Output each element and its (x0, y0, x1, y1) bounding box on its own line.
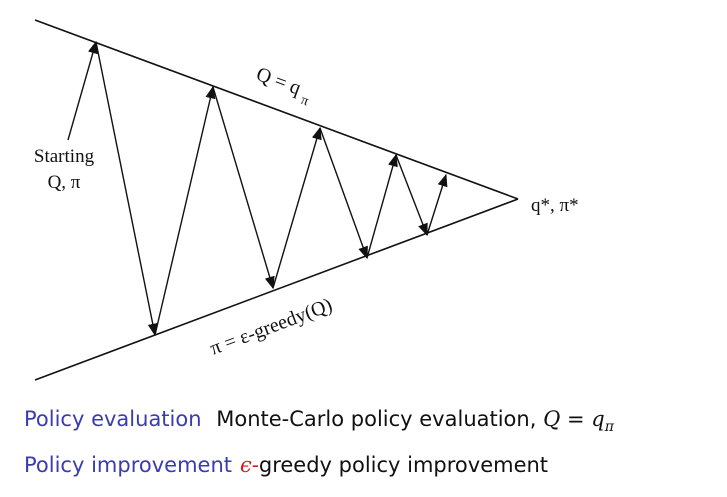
starting-arrow (67, 40, 98, 141)
step-arrow-3 (212, 86, 275, 290)
top-boundary-line (34, 19, 519, 200)
policy-evaluation-formula: Q = qπ (543, 407, 614, 435)
policy-iteration-diagram: Starting Q, π q*, π* Q = q π π = ε-greed… (34, 19, 579, 381)
zigzag-arrows (95, 41, 448, 337)
step-arrow-6 (366, 153, 398, 259)
policy-evaluation-row: Policy evaluation Monte-Carlo policy eva… (24, 405, 614, 441)
step-arrow-4 (272, 126, 322, 289)
bottom-boundary-line (34, 198, 519, 381)
starting-label-line2: Q, π (48, 172, 81, 193)
convergence-label: q*, π* (531, 195, 579, 216)
policy-improvement-description: greedy policy improvement (258, 453, 549, 477)
top-line-label-text: Q = q (253, 63, 304, 100)
step-arrow-5 (319, 127, 368, 260)
step-arrow-2 (154, 85, 216, 336)
step-arrow-8 (426, 173, 448, 236)
svg-text:π = ε-greedy(Q): π = ε-greedy(Q) (207, 294, 335, 360)
policy-improvement-term: Policy improvement (24, 453, 232, 477)
top-line-label-sub: π (299, 93, 311, 110)
top-line-label: Q = q π (251, 63, 315, 109)
epsilon-symbol: ϵ- (240, 453, 259, 477)
policy-evaluation-term: Policy evaluation (24, 407, 202, 431)
policy-evaluation-description: Monte-Carlo policy evaluation, (216, 407, 537, 431)
starting-label-line1: Starting (34, 146, 95, 167)
step-arrow-1 (95, 41, 158, 337)
svg-text:Q = q π: Q = q π (251, 63, 315, 109)
bottom-line-label: π = ε-greedy(Q) (207, 294, 335, 360)
step-arrow-7 (395, 154, 428, 237)
policy-improvement-row: Policy improvement ϵ-greedy policy improv… (24, 451, 548, 479)
